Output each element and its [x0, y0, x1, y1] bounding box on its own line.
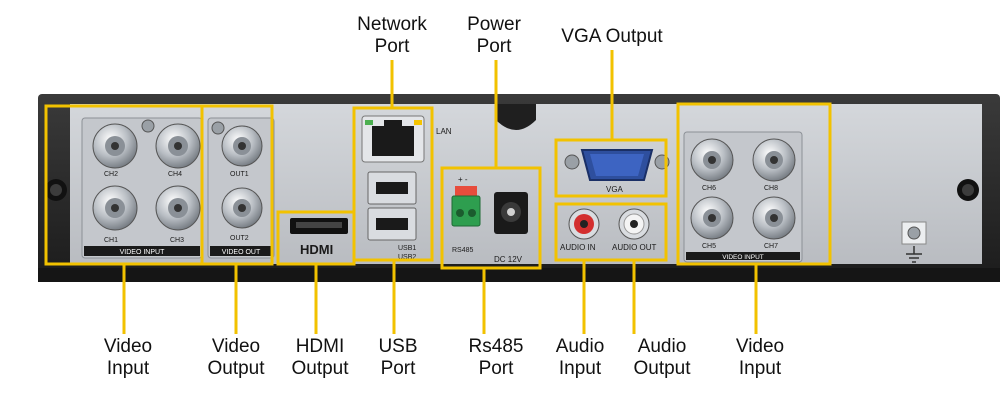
label-ch7: CH7 — [764, 243, 778, 250]
plate-screw-1 — [141, 119, 155, 133]
label-ch2: CH2 — [104, 171, 118, 178]
label-usb1: USB1 — [398, 245, 416, 252]
callout-network-port: Network Port — [357, 14, 427, 58]
label-audio-out: AUDIO OUT — [612, 243, 657, 252]
mount-screw-left — [45, 179, 67, 201]
callout-usb-port-line1: USB — [378, 336, 418, 357]
lan-port — [361, 115, 425, 163]
callout-hdmi-output-line1: HDMI — [295, 336, 345, 357]
highlight-rs485-power — [440, 166, 542, 270]
chassis-bottom-lip — [38, 268, 1000, 282]
callout-usb-port-line2: Port — [380, 358, 416, 379]
label-ch5: CH5 — [702, 243, 716, 250]
label-rs485-pins: + - — [458, 175, 468, 184]
bnc-ch5 — [690, 196, 734, 240]
callout-network-port-line1: Network — [357, 14, 427, 35]
bnc-ch7 — [752, 196, 796, 240]
callout-video-output-line2: Output — [207, 358, 265, 379]
plate-screw-2 — [211, 121, 225, 135]
usb-port-2 — [367, 207, 417, 241]
chassis-notch — [496, 104, 536, 130]
callout-rs485-port-line2: Port — [478, 358, 514, 379]
leader-lines — [122, 50, 758, 334]
callout-rs485-port-line1: Rs485 — [468, 336, 524, 357]
callout-audio-output-line1: Audio — [637, 336, 687, 357]
label-hdmi: HDMI — [300, 242, 333, 257]
bnc-out1 — [221, 125, 263, 167]
callout-network-port-line2: Port — [374, 36, 410, 57]
callout-power-port-line1: Power — [467, 14, 521, 35]
label-video-out: VIDEO OUT — [222, 249, 261, 256]
bnc-ch2 — [92, 123, 138, 169]
callout-audio-input: Audio Input — [556, 336, 605, 380]
callout-power-port-line2: Port — [476, 36, 512, 57]
bnc-ch1 — [92, 185, 138, 231]
label-lan: LAN — [436, 127, 452, 136]
callout-audio-output: Audio Output — [633, 336, 690, 380]
label-ch6: CH6 — [702, 185, 716, 192]
highlight-video-input-right — [676, 102, 832, 266]
callout-video-output-line1: Video — [211, 336, 261, 357]
callout-video-input-right: Video Input — [736, 336, 784, 380]
callout-vga-output-line1: VGA Output — [561, 26, 663, 47]
video-out-strip — [210, 246, 272, 256]
usb-port-1 — [367, 171, 417, 205]
dc-power-jack — [494, 192, 528, 234]
callout-hdmi-output: HDMI Output — [291, 336, 348, 380]
label-ch3: CH3 — [170, 237, 184, 244]
callout-video-output: Video Output — [207, 336, 264, 380]
callout-video-input-left-line1: Video — [103, 336, 153, 357]
callout-video-input-left: Video Input — [104, 336, 152, 380]
video-input-strip-left — [84, 246, 200, 256]
rs485-terminal — [451, 186, 481, 227]
label-ch8: CH8 — [764, 185, 778, 192]
mount-screw-right — [957, 179, 979, 201]
bnc-ch3 — [155, 185, 201, 231]
audio-in-jack — [568, 208, 600, 240]
bnc-ch8 — [752, 138, 796, 182]
label-video-input-right: VIDEO INPUT — [722, 254, 764, 261]
bnc-ch6 — [690, 138, 734, 182]
bnc-out2 — [221, 187, 263, 229]
callout-video-input-left-line2: Input — [106, 358, 150, 379]
callout-audio-input-line2: Input — [558, 358, 602, 379]
callout-power-port: Power Port — [467, 14, 521, 58]
callout-video-input-right-line2: Input — [738, 358, 782, 379]
callout-vga-output: VGA Output — [561, 26, 662, 48]
label-rs485: RS485 — [452, 247, 474, 254]
callout-usb-port: USB Port — [378, 336, 417, 380]
hdmi-port — [290, 218, 348, 234]
callout-audio-input-line1: Audio — [555, 336, 605, 357]
video-input-strip-right — [686, 252, 800, 260]
label-vga: VGA — [606, 185, 624, 194]
audio-out-jack — [618, 208, 650, 240]
label-video-input-left: VIDEO INPUT — [120, 249, 165, 256]
callout-video-input-right-line1: Video — [735, 336, 785, 357]
label-out2: OUT2 — [230, 235, 249, 242]
label-ch1: CH1 — [104, 237, 118, 244]
callout-rs485-port: Rs485 Port — [469, 336, 524, 380]
label-out1: OUT1 — [230, 171, 249, 178]
callout-hdmi-output-line2: Output — [291, 358, 349, 379]
highlight-audio — [554, 202, 668, 262]
ground-terminal — [901, 221, 927, 263]
callout-audio-output-line2: Output — [633, 358, 691, 379]
label-dc: DC 12V — [494, 255, 523, 264]
label-usb2: USB2 — [398, 254, 416, 261]
bnc-ch4 — [155, 123, 201, 169]
rear-plate — [70, 104, 982, 264]
label-audio-in: AUDIO IN — [560, 243, 596, 252]
label-ch4: CH4 — [168, 171, 182, 178]
